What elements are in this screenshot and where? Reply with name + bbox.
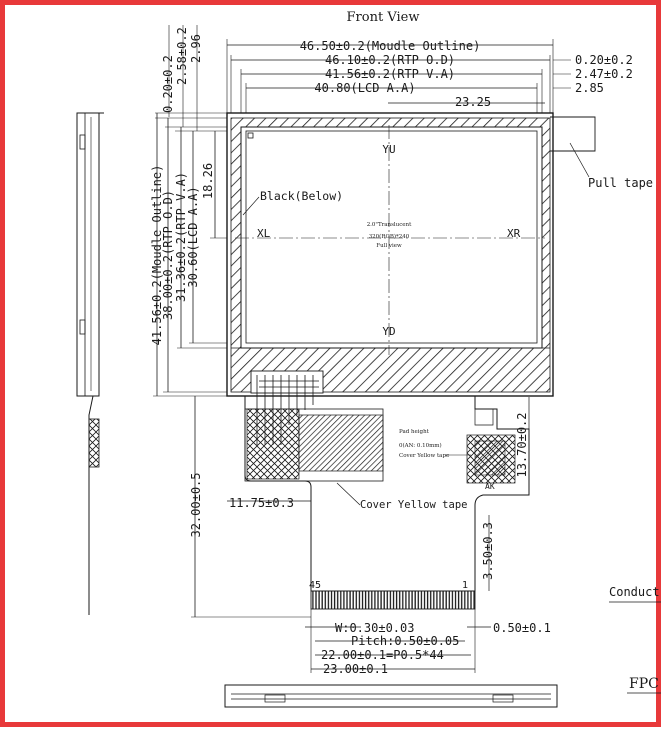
technical-drawing: Front View 46.50±0.2(Moudle Outline) 46.… bbox=[76, 10, 661, 708]
pin-span: 22.00±0.1=P0.5*44 bbox=[321, 648, 444, 662]
pin-pitch: Pitch:0.50±0.05 bbox=[351, 634, 459, 648]
fpc-label: FPC bbox=[629, 676, 659, 692]
edge-gap: 0.50±0.1 bbox=[493, 621, 551, 635]
center-note-3: Full view bbox=[376, 243, 402, 249]
yu-label: YU bbox=[382, 143, 395, 156]
center-x-dimension: 23.25 bbox=[455, 95, 491, 109]
left-offset-2: 2.58±0.2 bbox=[175, 27, 189, 85]
pad-note-1: Pad height bbox=[399, 429, 430, 435]
left-offset-3: 2.96 bbox=[189, 34, 203, 63]
tail-length: 3.50±0.3 bbox=[481, 522, 495, 580]
left-offset-1: 0.20±0.2 bbox=[161, 55, 175, 113]
pin-45-label: 45 bbox=[309, 580, 321, 591]
left-top-offsets: 0.20±0.2 2.58±0.2 2.96 bbox=[155, 25, 246, 132]
module-outline-height: 41.56±0.2(Moudle Outline) bbox=[150, 165, 164, 346]
fpc-tail: Cover Yellow tape Pad height 0(AN: 0.10m… bbox=[244, 370, 530, 610]
pin-width: W:0.30±0.03 bbox=[335, 621, 414, 635]
center-note-1: 2.0"Translucent bbox=[367, 222, 412, 228]
top-dimensions: 46.50±0.2(Moudle Outline) 46.10±0.2(RTP … bbox=[226, 39, 633, 127]
cover-yellow-tape-label: Cover Yellow tape bbox=[360, 499, 467, 511]
rtp-va-height: 31.36±0.2(RTP V.A) bbox=[174, 172, 188, 302]
bottom-view bbox=[224, 684, 558, 708]
xl-label: XL bbox=[257, 227, 271, 240]
pull-tape: Pull tape bbox=[550, 116, 653, 190]
rtp-od-width: 46.10±0.2(RTP O.D) bbox=[325, 53, 455, 67]
side-view bbox=[76, 112, 104, 615]
module-outline-width: 46.50±0.2(Moudle Outline) bbox=[300, 39, 481, 53]
center-note-2: 320(RGB)*240 bbox=[369, 233, 410, 240]
lcd-aa-height: 30.60(LCD A.A) bbox=[186, 186, 200, 287]
pull-tape-label: Pull tape bbox=[588, 176, 653, 190]
right-tail-height: 13.70±0.2 bbox=[515, 412, 529, 477]
pad-note-2: 0(AN: 0.10mm) bbox=[399, 442, 442, 449]
right-offset-2: 2.47±0.2 bbox=[575, 67, 633, 81]
rtp-va-width: 41.56±0.2(RTP V.A) bbox=[325, 67, 455, 81]
center-y-dimension: 18.26 bbox=[201, 163, 215, 199]
fpc-total-height: 32.00±0.5 bbox=[189, 472, 203, 537]
fpc-width: 23.00±0.1 bbox=[323, 662, 388, 676]
yd-label: YD bbox=[382, 325, 395, 338]
lcd-aa-width: 40.80(LCD A.A) bbox=[314, 81, 415, 95]
module-front-view: YU YD XL XR 2.0"Translucent 320(RGB)*240… bbox=[226, 112, 554, 397]
xr-label: XR bbox=[507, 227, 521, 240]
left-dimensions: 41.56±0.2(Moudle Outline) 38.00±0.2(RTP … bbox=[150, 113, 246, 397]
rtp-od-height: 38.00±0.2(RTP O.D) bbox=[161, 190, 175, 320]
conduct-label: Conduct bbox=[609, 585, 660, 599]
pad-note-3: Cover Yellow tape bbox=[399, 453, 449, 459]
fpc-dimensions: 32.00±0.5 11.75±0.3 13.70±0.2 3.50±0.3 W… bbox=[189, 396, 551, 676]
black-below-label: Black(Below) bbox=[260, 189, 343, 203]
fpc-offset-x: 11.75±0.3 bbox=[229, 496, 294, 510]
pin-1-label: 1 bbox=[462, 580, 468, 591]
right-offset-3: 2.85 bbox=[575, 81, 604, 95]
title: Front View bbox=[347, 10, 420, 25]
right-offset-1: 0.20±0.2 bbox=[575, 53, 633, 67]
ak-label: AK bbox=[485, 482, 495, 491]
